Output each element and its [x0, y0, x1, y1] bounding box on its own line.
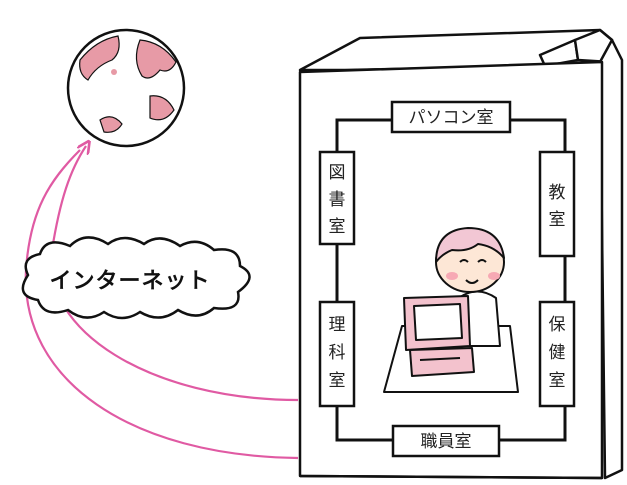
room-classroom: 教 室: [538, 150, 576, 258]
room-science: 理 科 室: [318, 300, 356, 408]
room-science-char-2: 科: [329, 343, 346, 363]
room-classroom-char-1: 教: [549, 183, 566, 203]
globe-icon: [66, 28, 186, 148]
room-library: 図 書 室: [318, 150, 356, 246]
internet-label: インターネット: [49, 269, 210, 294]
room-nurse: 保 健 室: [538, 300, 576, 408]
room-library-char-3: 室: [329, 217, 346, 237]
room-nurse-char-2: 健: [549, 343, 566, 363]
room-classroom-char-2: 室: [549, 210, 566, 230]
room-pc: パソコン室: [390, 100, 512, 134]
room-staff: 職員室: [391, 424, 501, 458]
room-library-char-1: 図: [329, 163, 346, 183]
room-staff-label: 職員室: [421, 432, 472, 452]
room-science-char-3: 室: [329, 371, 346, 391]
room-pc-label: パソコン室: [409, 108, 494, 128]
room-library-char-2: 書: [329, 190, 346, 210]
room-science-char-1: 理: [329, 315, 346, 335]
room-nurse-char-3: 室: [549, 371, 566, 391]
room-nurse-char-1: 保: [549, 315, 566, 335]
cloud-icon: インターネット: [21, 236, 251, 320]
child-at-computer-icon: [383, 227, 519, 393]
arrow-lower: [24, 149, 299, 460]
